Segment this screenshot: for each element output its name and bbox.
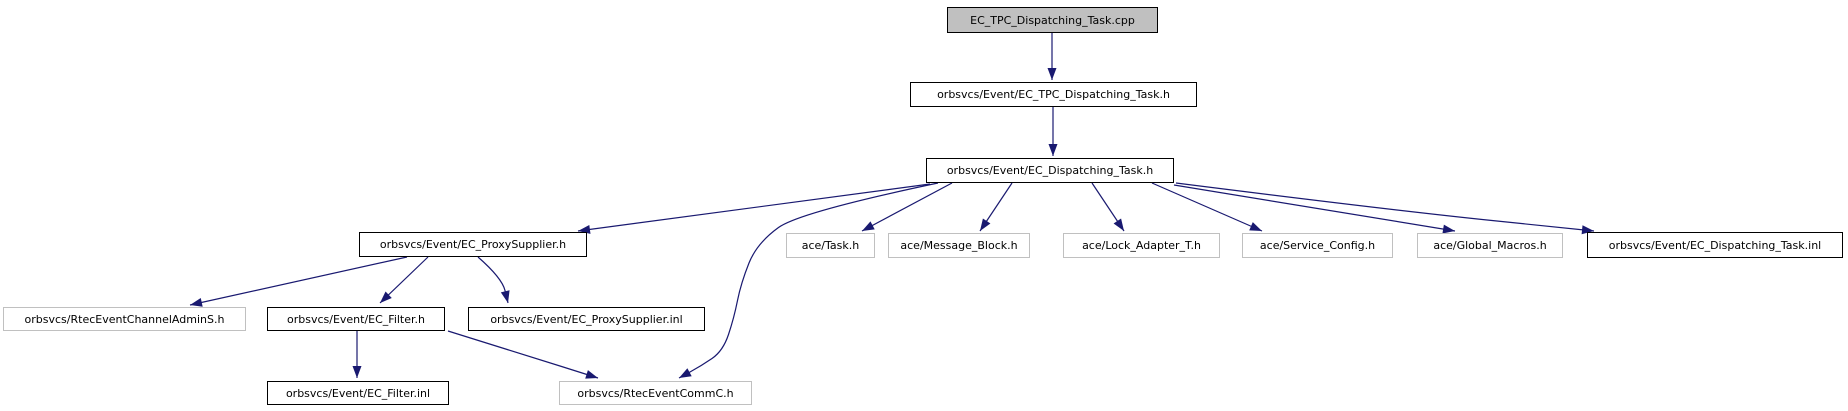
node-ace-message-block-h: ace/Message_Block.h [888,233,1030,258]
edge-ec-dispatching-task-h-to-ec-proxysupplier-h [577,183,931,232]
edge-ec-proxysupplier-h-to-ec-proxysupplier-inl [477,256,509,304]
node-rtec-event-comm-c-h: orbsvcs/RtecEventCommC.h [559,381,752,405]
edge-ec-proxysupplier-h-to-ec-filter-h [379,256,429,304]
arrowhead-ec-proxysupplier-h-to-rtec-event-channel-admin-s-h [190,298,203,307]
node-rtec-event-channel-admin-s-h: orbsvcs/RtecEventChannelAdminS.h [3,307,246,331]
arrowhead-ec-dispatching-task-h-to-rtec-event-comm-c-h [679,368,692,378]
arrowhead-ec-proxysupplier-h-to-ec-filter-h [380,291,392,303]
edge-ec-dispatching-task-h-to-ace-global-macros-h [1173,184,1456,232]
node-ace-task-h: ace/Task.h [786,233,875,258]
edge-ec-dispatching-task-h-to-ace-lock-adapter-t-h [1091,182,1125,232]
arrowhead-ec-tpc-dispatching-task-h-to-ec-dispatching-task-h [1048,144,1058,156]
node-ace-lock-adapter-t-h: ace/Lock_Adapter_T.h [1063,233,1220,258]
arrowhead-ec-dispatching-task-h-to-ace-task-h [862,221,875,231]
edge-ec-dispatching-task-h-to-ace-service-config-h [1151,182,1263,232]
node-ec-tpc-dispatching-task-cpp: EC_TPC_Dispatching_Task.cpp [947,7,1158,33]
edge-ec-dispatching-task-h-to-ace-message-block-h [979,182,1013,232]
edge-ec-filter-h-to-rtec-event-comm-c-h [447,330,599,379]
edge-ec-dispatching-task-h-to-rtec-event-comm-c-h [678,182,939,379]
node-ec-proxysupplier-h[interactable]: orbsvcs/Event/EC_ProxySupplier.h [359,232,587,257]
arrowhead-ec-dispatching-task-h-to-ace-message-block-h [980,218,991,231]
arrowhead-ec-proxysupplier-h-to-ec-proxysupplier-inl [500,290,510,303]
arrowhead-ec-filter-h-to-rtec-event-comm-c-h [585,370,598,379]
edge-ec-proxysupplier-h-to-rtec-event-channel-admin-s-h [189,256,408,306]
edge-ec-dispatching-task-h-to-ec-dispatching-task-inl [1175,182,1595,232]
arrowhead-ec-dispatching-task-h-to-ace-lock-adapter-t-h [1113,218,1124,231]
node-ec-filter-inl[interactable]: orbsvcs/Event/EC_Filter.inl [267,381,449,405]
node-ec-dispatching-task-h[interactable]: orbsvcs/Event/EC_Dispatching_Task.h [926,158,1174,183]
arrowhead-ec-tpc-dispatching-task-cpp-to-ec-tpc-dispatching-task-h [1047,68,1057,80]
arrowhead-ec-dispatching-task-h-to-ace-service-config-h [1249,222,1262,231]
arrowhead-ec-filter-h-to-ec-filter-inl [352,366,362,378]
node-ec-dispatching-task-inl[interactable]: orbsvcs/Event/EC_Dispatching_Task.inl [1587,232,1843,258]
node-ace-service-config-h: ace/Service_Config.h [1242,233,1393,258]
node-ace-global-macros-h: ace/Global_Macros.h [1417,233,1563,258]
edge-ec-dispatching-task-h-to-ace-task-h [861,182,953,232]
node-ec-filter-h[interactable]: orbsvcs/Event/EC_Filter.h [267,307,445,331]
node-ec-proxysupplier-inl[interactable]: orbsvcs/Event/EC_ProxySupplier.inl [468,307,705,331]
node-ec-tpc-dispatching-task-h[interactable]: orbsvcs/Event/EC_TPC_Dispatching_Task.h [910,82,1197,107]
